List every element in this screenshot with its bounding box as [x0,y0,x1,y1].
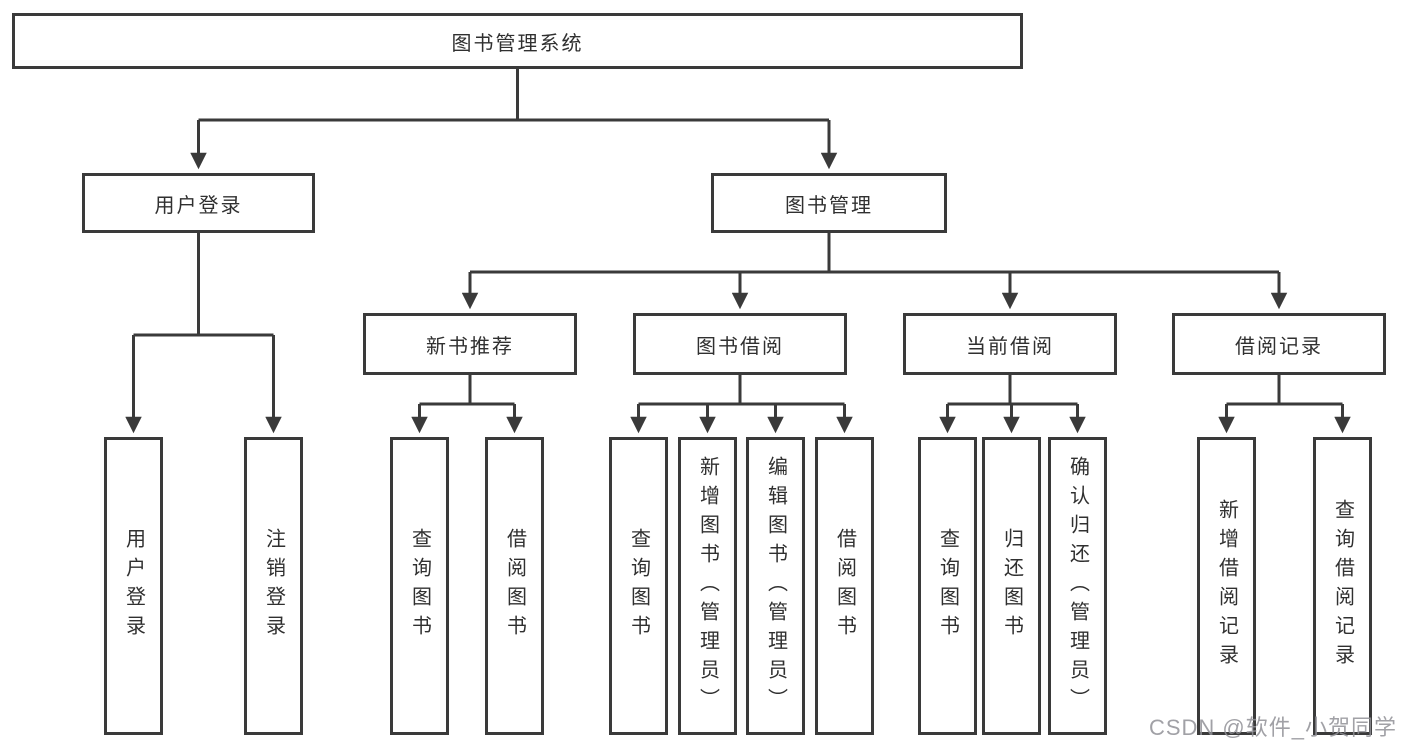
leaf-cb-query-books: 查询图书 [918,437,977,735]
connector-user-login [133,233,274,337]
section-borrow-label: 图书借阅 [696,335,784,358]
connector-root [198,69,829,122]
leaf-bb-edit-books: 编辑图书（管理员） [746,437,805,735]
leaf-bb-borrow-books: 借阅图书 [815,437,874,735]
leaf-cb-confirm-return-label: 确认归还（管理员） [1066,455,1089,717]
connector-current [947,375,1078,406]
leaf-user-login: 用户登录 [104,437,163,735]
leaf-cb-return-books-label: 归还图书 [1000,528,1023,644]
node-root: 图书管理系统 [12,13,1023,69]
leaf-cb-query-books-label: 查询图书 [936,528,959,644]
node-section-new-books: 新书推荐 [363,313,577,375]
node-book-mgmt-label: 图书管理 [785,194,873,217]
csdn-watermark: CSDN @软件_小贺同学 [1148,715,1397,740]
connector-borrow [638,375,845,406]
leaf-rec-add-record-label: 新增借阅记录 [1215,499,1238,673]
leaf-nb-borrow-books-label: 借阅图书 [503,528,526,644]
leaf-user-login-label: 用户登录 [122,528,145,644]
leaf-rec-query-record-label: 查询借阅记录 [1331,499,1354,673]
leaf-logout-label: 注销登录 [262,528,285,644]
section-records-label: 借阅记录 [1235,335,1323,358]
leaf-bb-query-books: 查询图书 [609,437,668,735]
connector-book-mgmt [470,233,1279,274]
node-root-label: 图书管理系统 [451,32,584,55]
leaf-rec-add-record: 新增借阅记录 [1197,437,1256,735]
node-user-login: 用户登录 [82,173,315,233]
leaf-cb-return-books: 归还图书 [982,437,1041,735]
leaf-nb-borrow-books: 借阅图书 [485,437,544,735]
section-current-label: 当前借阅 [966,335,1054,358]
node-section-records: 借阅记录 [1172,313,1386,375]
leaf-nb-query-books-label: 查询图书 [408,528,431,644]
leaf-bb-query-books-label: 查询图书 [627,528,650,644]
leaf-nb-query-books: 查询图书 [390,437,449,735]
node-section-current: 当前借阅 [903,313,1117,375]
leaf-rec-query-record: 查询借阅记录 [1313,437,1372,735]
node-book-mgmt: 图书管理 [711,173,947,233]
leaf-logout: 注销登录 [244,437,303,735]
leaf-bb-add-books: 新增图书（管理员） [678,437,737,735]
leaf-cb-confirm-return: 确认归还（管理员） [1048,437,1107,735]
connector-new-books [419,375,515,406]
leaf-bb-edit-books-label: 编辑图书（管理员） [764,455,787,717]
leaf-bb-borrow-books-label: 借阅图书 [833,528,856,644]
connector-records [1226,375,1343,406]
node-section-borrow: 图书借阅 [633,313,847,375]
leaf-bb-add-books-label: 新增图书（管理员） [696,455,719,717]
section-new-books-label: 新书推荐 [426,335,514,358]
node-user-login-label: 用户登录 [154,194,243,217]
